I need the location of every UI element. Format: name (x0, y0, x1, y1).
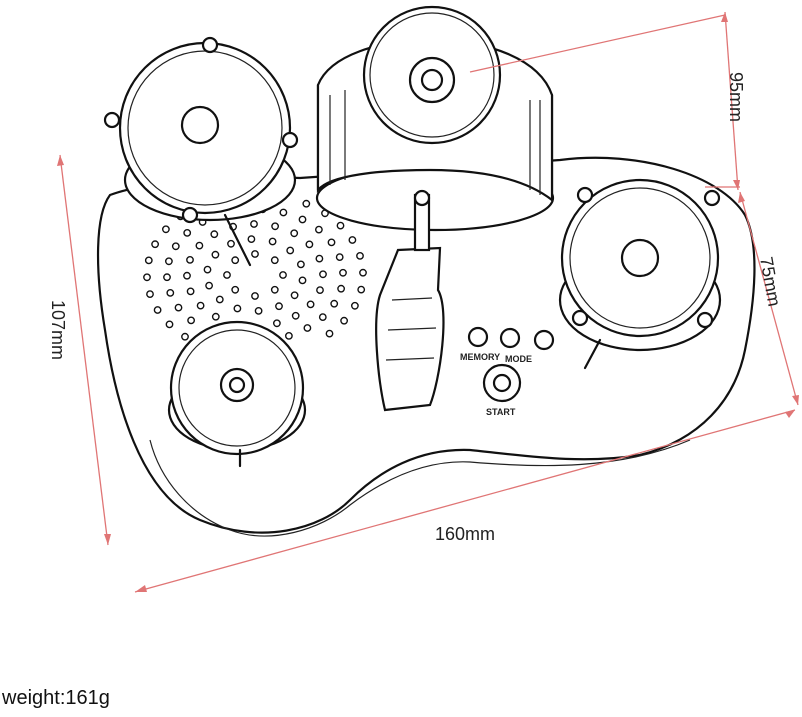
speaker-hole (270, 285, 279, 294)
speaker-hole (161, 225, 170, 234)
tom-drum-right (558, 178, 722, 370)
speaker-hole (335, 253, 344, 262)
dimension-width: 160mm (134, 409, 796, 593)
speaker-hole (203, 265, 212, 274)
speaker-hole (339, 268, 347, 277)
speaker-hole (279, 208, 288, 217)
speaker-hole (270, 256, 279, 265)
speaker-hole (250, 220, 258, 228)
speaker-hole (303, 324, 312, 332)
dimension-depth: 107mm (48, 154, 111, 546)
speaker-hole (153, 306, 162, 314)
speaker-hole (196, 301, 205, 310)
tom-drum-left (103, 36, 299, 267)
memory-label: MEMORY (460, 352, 500, 362)
speaker-hole (151, 240, 160, 249)
speaker-hole (171, 242, 180, 251)
speaker-hole (163, 273, 171, 282)
speaker-hole (290, 291, 299, 300)
speaker-hole (298, 215, 307, 224)
width-label: 160mm (435, 524, 495, 544)
mode-button-2[interactable] (533, 329, 555, 351)
speaker-hole (143, 273, 151, 282)
speaker-hole (284, 331, 293, 340)
speaker-hole (325, 329, 334, 338)
speaker-hole (271, 222, 279, 231)
speaker-hole (314, 225, 323, 234)
speaker-hole (146, 290, 154, 298)
speaker-hole (359, 268, 367, 277)
speaker-hole (340, 316, 348, 325)
speaker-hole (279, 271, 287, 279)
speaker-hole (183, 228, 192, 237)
speaker-hole (210, 230, 219, 239)
speaker-hole (186, 255, 194, 264)
kick-pedal (375, 189, 445, 412)
speaker-hole (227, 239, 235, 248)
speaker-hole (290, 229, 299, 238)
speaker-hole (306, 300, 315, 309)
drum-label: 75mm (756, 255, 784, 308)
speaker-hole (316, 286, 324, 294)
speaker-hole (186, 287, 195, 296)
speaker-hole (302, 199, 311, 208)
speaker-hole (247, 235, 256, 244)
speaker-hole (205, 281, 214, 290)
speaker-hole (298, 276, 307, 285)
speaker-hole (251, 292, 259, 300)
dimension-height: 95mm (705, 11, 746, 191)
height-label: 95mm (726, 72, 746, 122)
speaker-hole (187, 316, 196, 325)
speaker-hole (356, 251, 364, 260)
memory-button[interactable] (467, 326, 489, 348)
speaker-hole (350, 301, 359, 310)
control-panel: MEMORY MODE START (460, 326, 555, 417)
kick-drum (315, 5, 726, 232)
speaker-hole (211, 312, 220, 321)
speaker-hole (268, 237, 277, 246)
speaker-hole (305, 240, 314, 249)
speaker-hole (174, 303, 183, 312)
speaker-hole (231, 256, 240, 265)
speaker-hole (291, 311, 300, 320)
depth-label: 107mm (48, 300, 68, 360)
speaker-hole (337, 284, 345, 293)
speaker-hole (286, 246, 295, 255)
speaker-hole (272, 319, 281, 328)
speaker-hole (144, 256, 153, 265)
speaker-hole (319, 270, 327, 279)
speaker-hole (348, 236, 357, 244)
speaker-hole (181, 332, 189, 341)
speaker-hole (165, 320, 174, 329)
start-button[interactable] (482, 363, 522, 403)
mode-button-1[interactable] (499, 327, 521, 349)
speaker-hole (336, 221, 345, 230)
speaker-hole (166, 288, 175, 297)
speaker-hole (223, 271, 231, 279)
speaker-hole (357, 285, 366, 294)
speaker-hole (251, 250, 259, 258)
speaker-hole (195, 241, 204, 250)
speaker-hole (275, 302, 283, 311)
speaker-hole (327, 238, 336, 247)
base-plate-edge (149, 439, 691, 537)
speaker-hole (183, 271, 191, 280)
speaker-hole (254, 306, 263, 315)
speaker-hole (164, 257, 173, 266)
speaker-hole (233, 304, 242, 313)
speaker-hole (318, 313, 327, 321)
snare-drum-front (167, 320, 307, 468)
speaker-hole (211, 250, 220, 259)
weight-label: weight:161g (1, 687, 110, 709)
speaker-hole (330, 299, 339, 308)
speaker-hole (296, 260, 305, 269)
speaker-hole (231, 285, 240, 294)
start-label: START (486, 407, 516, 417)
speaker-hole (215, 295, 224, 304)
mode-label: MODE (505, 354, 532, 364)
speaker-hole (315, 254, 324, 263)
